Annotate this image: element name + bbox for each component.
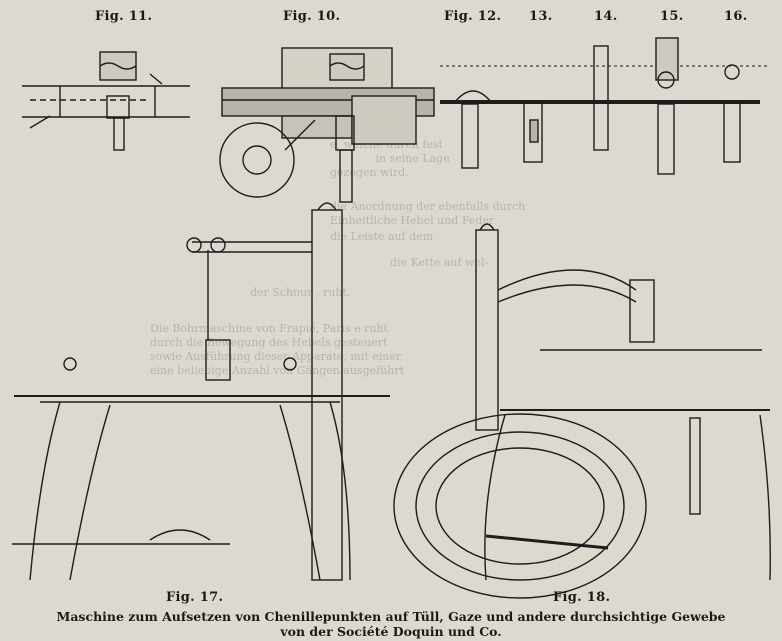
fig15-label: 15.: [660, 9, 684, 24]
bleed-text-line: der Schnur , ruht.: [250, 286, 351, 299]
fig18-label: Fig. 18.: [553, 590, 611, 605]
fig18-drawing: [393, 223, 771, 599]
bleed-text-line: Die Bohrmaschine von Frapié, Paris e ruh…: [150, 322, 389, 335]
fig17-label: Fig. 17.: [166, 590, 224, 605]
bleed-text-line: sowie Ausführung dieser Apparate, mit ei…: [150, 350, 402, 363]
fig14-label: 14.: [594, 9, 618, 24]
fig12-16-drawings: [440, 37, 770, 175]
caption-line-1: Maschine zum Aufsetzen von Chenillepunkt…: [56, 609, 726, 624]
fig17-drawing: [12, 202, 390, 581]
bleed-text-line: durch die Bewegung des Hebels gesteuert: [150, 336, 388, 349]
bleed-text-line: in seine Lage: [330, 152, 450, 165]
fig12-label: Fig. 12.: [444, 9, 502, 24]
fig10-drawing: [219, 47, 435, 203]
bleed-text-line: die Leiste auf dem: [330, 230, 434, 243]
fig11-label: Fig. 11.: [95, 9, 153, 24]
bleed-text-line: gezogen wird.: [330, 166, 409, 179]
bleed-text-line: eine beliebige Anzahl von Gängen ausgefü…: [150, 364, 405, 377]
fig10-label: Fig. 10.: [283, 9, 341, 24]
bleed-text-line: Einheitliche Hebel und Feder: [330, 214, 495, 227]
bleed-text-line: die Kette auf wel-: [390, 256, 489, 269]
bleed-text-line: die Anordnung der ebenfalls durch: [330, 200, 526, 213]
fig13-label: 13.: [529, 9, 553, 24]
fig16-label: 16.: [724, 9, 748, 24]
caption-line-2: von der Société Doquin und Co.: [280, 624, 502, 639]
fig11-drawing: [22, 51, 190, 151]
